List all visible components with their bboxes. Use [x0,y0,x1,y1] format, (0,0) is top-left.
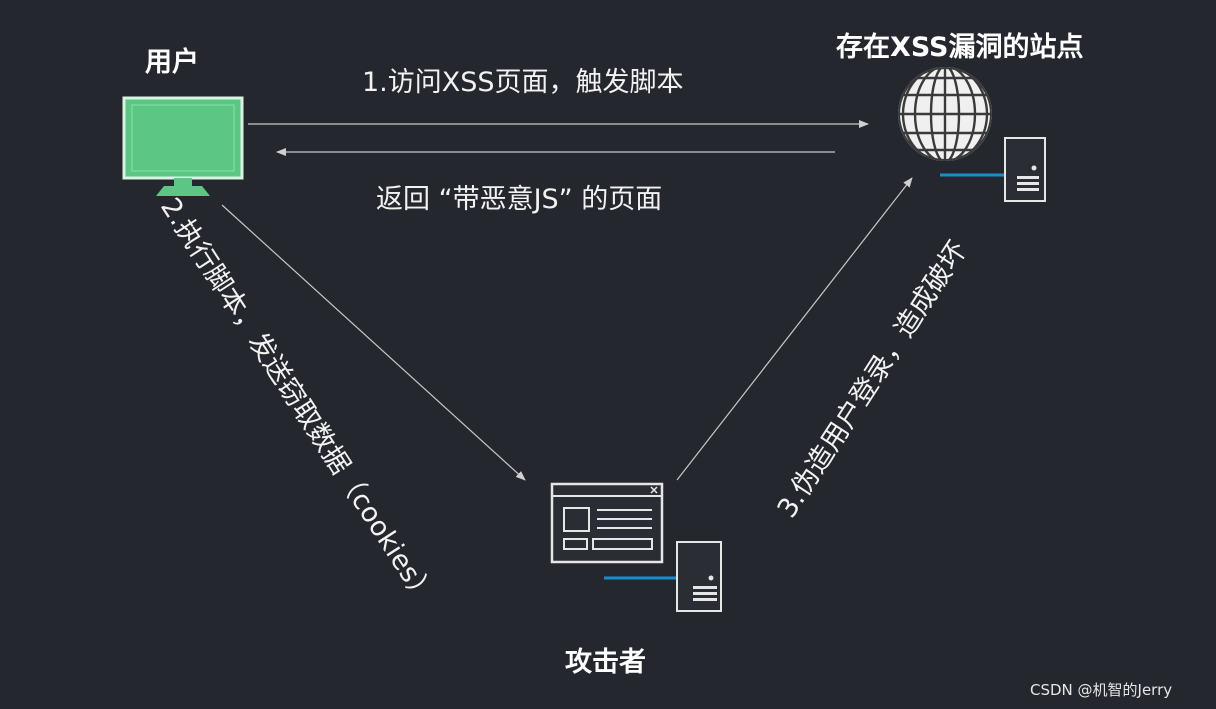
browser-window-icon [550,482,664,564]
attacker-server-icon [604,541,722,612]
globe-icon [898,67,992,161]
site-title: 存在XSS漏洞的站点 [836,32,1084,63]
monitor-icon [122,96,244,196]
arrow-attacker-to-site [676,177,913,481]
return-label: 返回 “带恶意JS” 的页面 [376,184,663,215]
user-title: 用户 [145,47,199,78]
step1-label: 1.访问XSS页面，触发脚本 [362,67,684,98]
site-server-icon [940,137,1046,202]
arrow-user-to-attacker [221,204,526,481]
watermark: CSDN @机智的Jerry [1030,681,1173,699]
attacker-title: 攻击者 [565,647,646,678]
